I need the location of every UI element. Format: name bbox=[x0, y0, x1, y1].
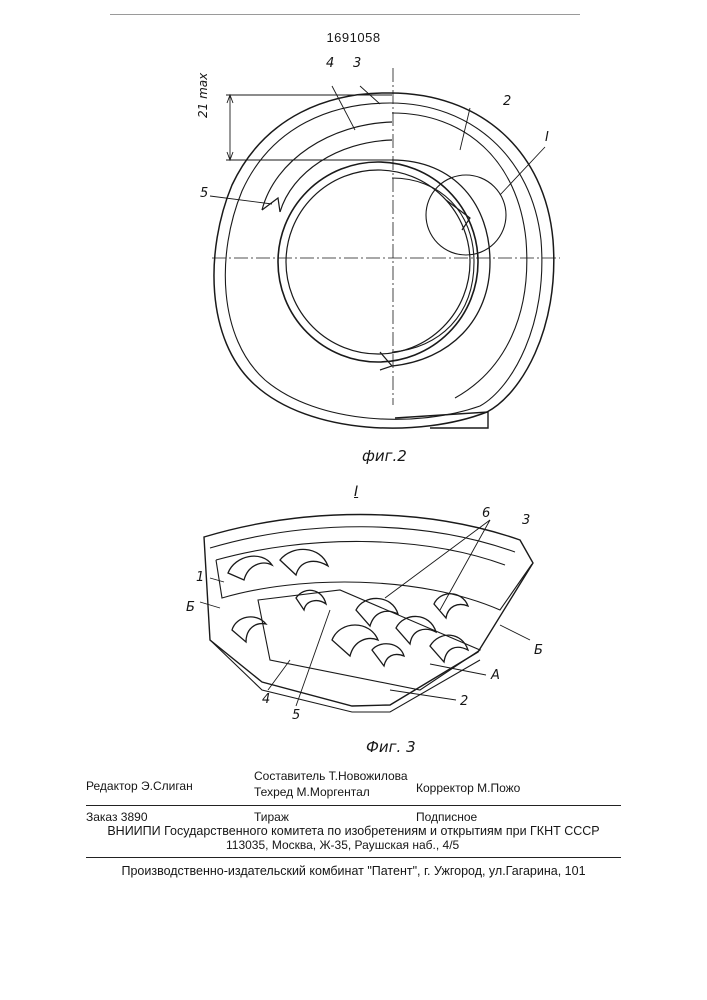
label-4-fig3: 4 bbox=[262, 692, 270, 707]
label-b-left: Б bbox=[186, 600, 195, 615]
imprint-publisher: Производственно-издательский комбинат "П… bbox=[0, 864, 707, 878]
leader-b-left bbox=[200, 602, 220, 608]
figure-3-caption: Фиг. 3 bbox=[366, 738, 416, 756]
strip-3-lower bbox=[216, 541, 505, 565]
housing-outline bbox=[204, 515, 533, 707]
imprint-subscription: Подписное bbox=[416, 810, 477, 824]
strip-1 bbox=[216, 560, 532, 610]
imprint-circulation: Тираж bbox=[254, 810, 289, 824]
label-b-right: Б bbox=[534, 643, 543, 658]
imprint-corrector: Корректор М.Пожо bbox=[416, 781, 520, 795]
leader-1 bbox=[210, 578, 224, 582]
imprint-address: 113035, Москва, Ж-35, Раушская наб., 4/5 bbox=[226, 838, 459, 852]
strip-3-upper bbox=[210, 527, 515, 552]
label-a: А bbox=[491, 668, 500, 683]
imprint-rule-1 bbox=[86, 805, 621, 806]
figure-3-drawing bbox=[0, 0, 707, 770]
label-1: 1 bbox=[196, 570, 204, 585]
label-2-fig3: 2 bbox=[460, 694, 468, 709]
leader-b-right bbox=[500, 625, 530, 640]
label-6: 6 bbox=[482, 506, 490, 521]
imprint-techeditor: Техред М.Моргентал bbox=[254, 785, 370, 799]
leader-6a bbox=[385, 520, 490, 598]
leader-a bbox=[430, 664, 486, 675]
leader-4-fig3 bbox=[268, 660, 290, 690]
imprint-rule-2 bbox=[86, 857, 621, 858]
label-5-fig3: 5 bbox=[292, 708, 300, 723]
product-pieces bbox=[228, 549, 468, 666]
strip-4 bbox=[258, 590, 480, 690]
imprint-compiler: Составитель Т.Новожилова bbox=[254, 769, 408, 783]
imprint-order: Заказ 3890 bbox=[86, 810, 148, 824]
imprint-editor: Редактор Э.Слиган bbox=[86, 779, 193, 793]
imprint-organization: ВНИИПИ Государственного комитета по изоб… bbox=[0, 824, 707, 838]
label-3-fig3: 3 bbox=[522, 513, 530, 528]
leader-5-fig3 bbox=[296, 610, 330, 706]
leader-6b bbox=[440, 520, 490, 610]
